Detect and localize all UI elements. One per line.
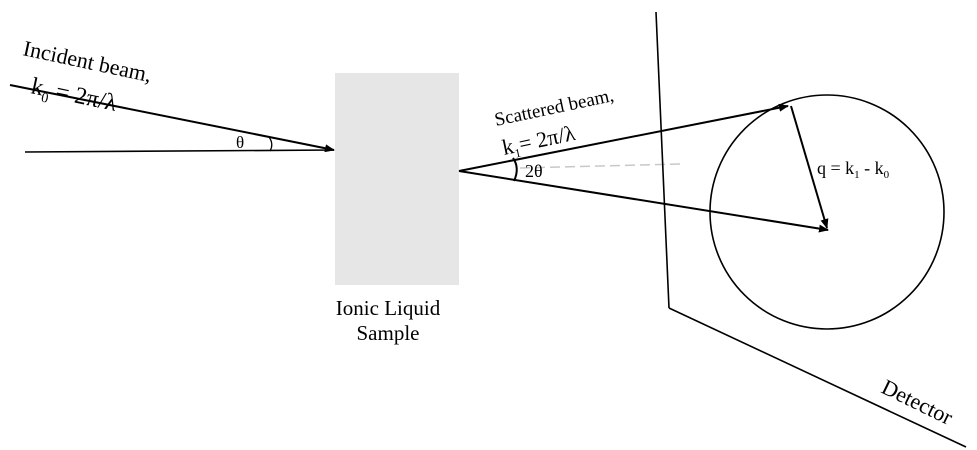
two-theta-label: 2θ <box>525 161 543 181</box>
sample-label-line2: Sample <box>357 321 420 345</box>
detector-edge-vertical <box>655 11 670 309</box>
detector-edge-bottom <box>668 307 967 448</box>
incident-beam-line <box>9 84 335 153</box>
detector-label: Detector <box>878 374 958 430</box>
q-vector <box>790 105 829 229</box>
q-equation-label: q = k1 - k0 <box>817 158 890 181</box>
sample-block <box>335 73 459 285</box>
two-theta-arc <box>512 157 518 182</box>
sample-label-line1: Ionic Liquid <box>336 296 441 320</box>
incident-k-label: k0 = 2π/λ <box>28 73 120 120</box>
theta-label: θ <box>236 133 244 152</box>
dashed-reference-line <box>519 163 681 169</box>
reference-horizontal-line <box>24 149 335 153</box>
detector-circle <box>709 94 945 330</box>
theta-arc <box>268 136 273 152</box>
scattered-beam-lower <box>458 170 829 233</box>
